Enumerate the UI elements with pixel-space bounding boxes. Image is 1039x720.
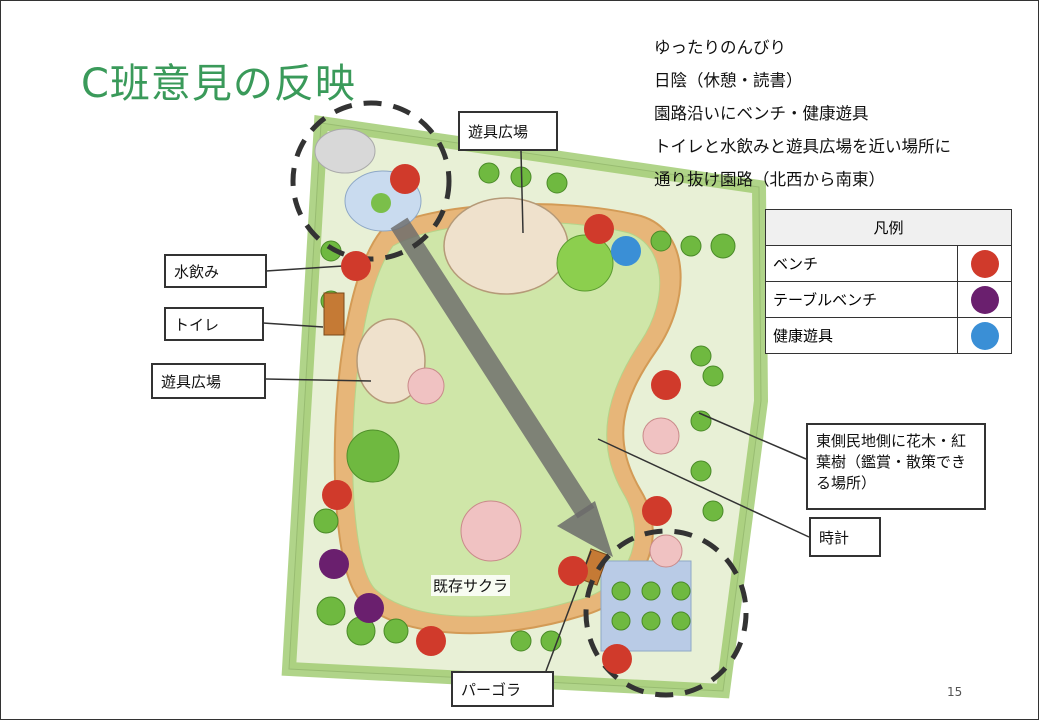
callout-clock: 時計	[809, 517, 881, 557]
legend-table: 凡例 ベンチ テーブルベンチ 健康遊具	[765, 209, 1012, 354]
sakura-tree	[407, 367, 445, 405]
callout-drinking-fountain: 水飲み	[164, 254, 267, 288]
bench-marker	[651, 370, 681, 400]
page-number: 15	[947, 685, 963, 699]
bench-markers	[322, 164, 681, 674]
toilet-building	[323, 292, 345, 336]
tree	[556, 234, 614, 292]
opinion-item: ゆったりのんびり	[654, 38, 786, 57]
bench-swatch	[970, 249, 999, 278]
plaza-southeast	[600, 560, 692, 652]
opinion-item: トイレと水飲みと遊具広場を近い場所に	[654, 137, 951, 156]
sakura-tree	[649, 534, 683, 568]
dashed-highlight-southeast	[583, 528, 749, 698]
sakura-tree	[460, 500, 522, 562]
bench-marker	[584, 214, 614, 244]
fountain-center	[371, 193, 391, 213]
table-bench-marker	[354, 593, 384, 623]
perimeter-hedge	[281, 114, 769, 699]
callout-play-area-left: 遊具広場	[151, 363, 266, 399]
perimeter-trees	[313, 162, 736, 652]
plaza-corner	[314, 128, 376, 174]
bench-marker	[642, 496, 672, 526]
pass-through-arrow	[390, 217, 613, 557]
opinion-item: 通り抜け園路（北西から南東）	[654, 170, 885, 189]
callout-pergola: パーゴラ	[451, 671, 554, 707]
fitness-equipment-swatch	[970, 321, 999, 350]
bench-marker	[416, 626, 446, 656]
table-bench-marker	[319, 549, 349, 579]
legend-label: テーブルベンチ	[765, 281, 958, 318]
bench-marker	[602, 644, 632, 674]
bench-marker	[322, 480, 352, 510]
legend-title: 凡例	[765, 209, 1012, 246]
bench-marker	[390, 164, 420, 194]
opinion-item: 日陰（休憩・読書）	[654, 71, 803, 90]
sakura-tree	[642, 417, 680, 455]
opinions-list: ゆったりのんびり 日陰（休憩・読書） 園路沿いにベンチ・健康遊具 トイレと水飲み…	[654, 31, 951, 196]
table-bench-swatch	[970, 285, 999, 314]
callout-play-area-top: 遊具広場	[458, 111, 558, 151]
fitness-equipment-marker	[611, 236, 641, 266]
tree	[346, 429, 400, 483]
bench-marker	[341, 251, 371, 281]
opinion-item: 園路沿いにベンチ・健康遊具	[654, 104, 869, 123]
bench-marker	[558, 556, 588, 586]
legend-row-bench: ベンチ	[765, 245, 1012, 282]
legend-label: 健康遊具	[765, 317, 958, 354]
label-existing-sakura: 既存サクラ	[431, 575, 511, 596]
legend-row-fitness: 健康遊具	[765, 317, 1012, 354]
dashed-highlight-northwest	[290, 100, 452, 262]
play-mound-top	[443, 197, 569, 295]
callout-east-trees: 東側民地側に花木・紅葉樹（鑑賞・散策できる場所）	[806, 423, 986, 510]
callout-toilet: トイレ	[164, 307, 264, 341]
legend-label: ベンチ	[765, 245, 958, 282]
legend-row-table-bench: テーブルベンチ	[765, 281, 1012, 318]
page-title: C班意見の反映	[81, 61, 356, 107]
